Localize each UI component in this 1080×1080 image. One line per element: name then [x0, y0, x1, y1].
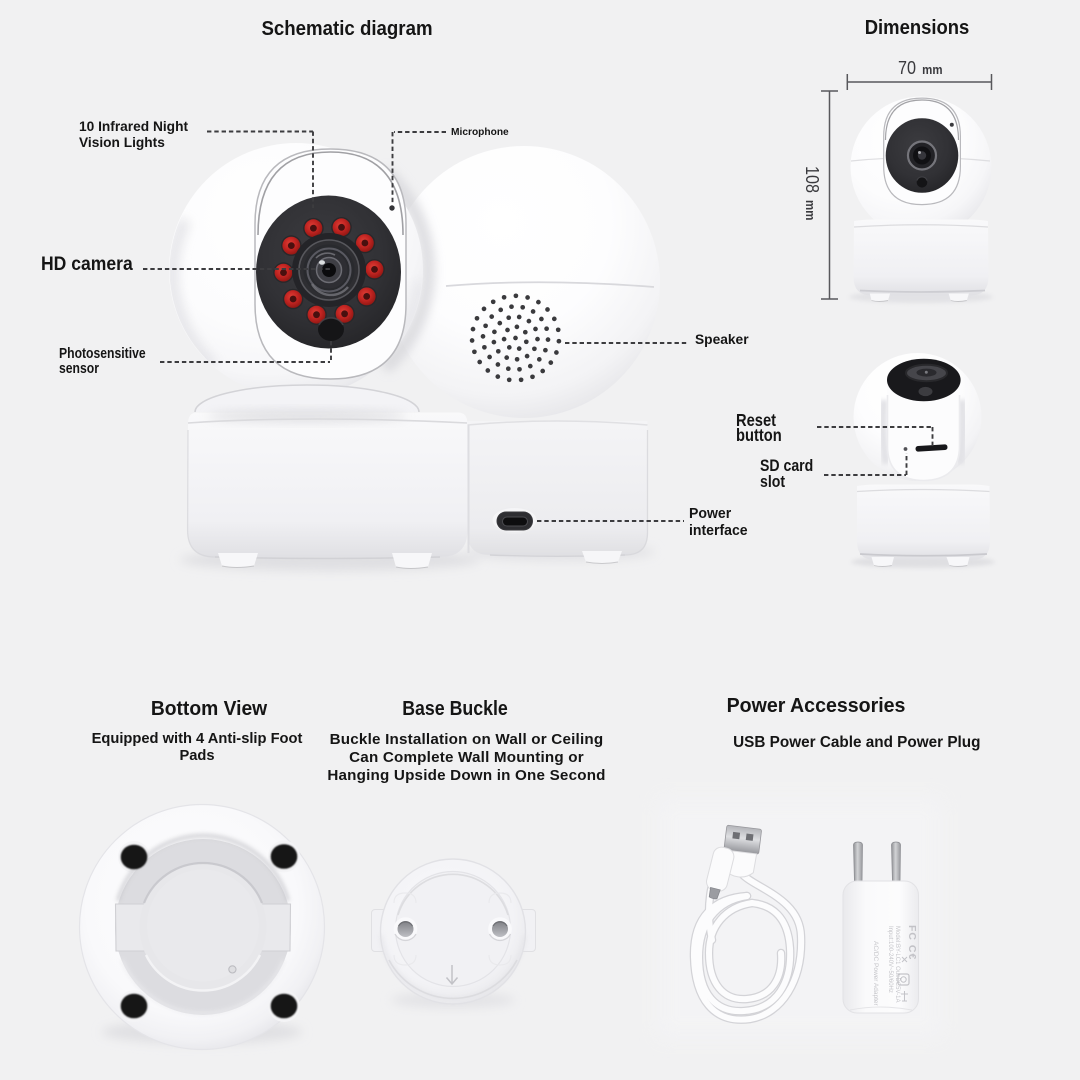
svg-text:FC C€: FC C€	[906, 925, 918, 960]
svg-text:AC/DC Power Adapter: AC/DC Power Adapter	[872, 941, 879, 1007]
svg-text:Input:100-240V~50/60Hz: Input:100-240V~50/60Hz	[887, 926, 893, 993]
svg-text:Model:BY-LC1 Out:DC5V-1A: Model:BY-LC1 Out:DC5V-1A	[894, 926, 900, 1002]
